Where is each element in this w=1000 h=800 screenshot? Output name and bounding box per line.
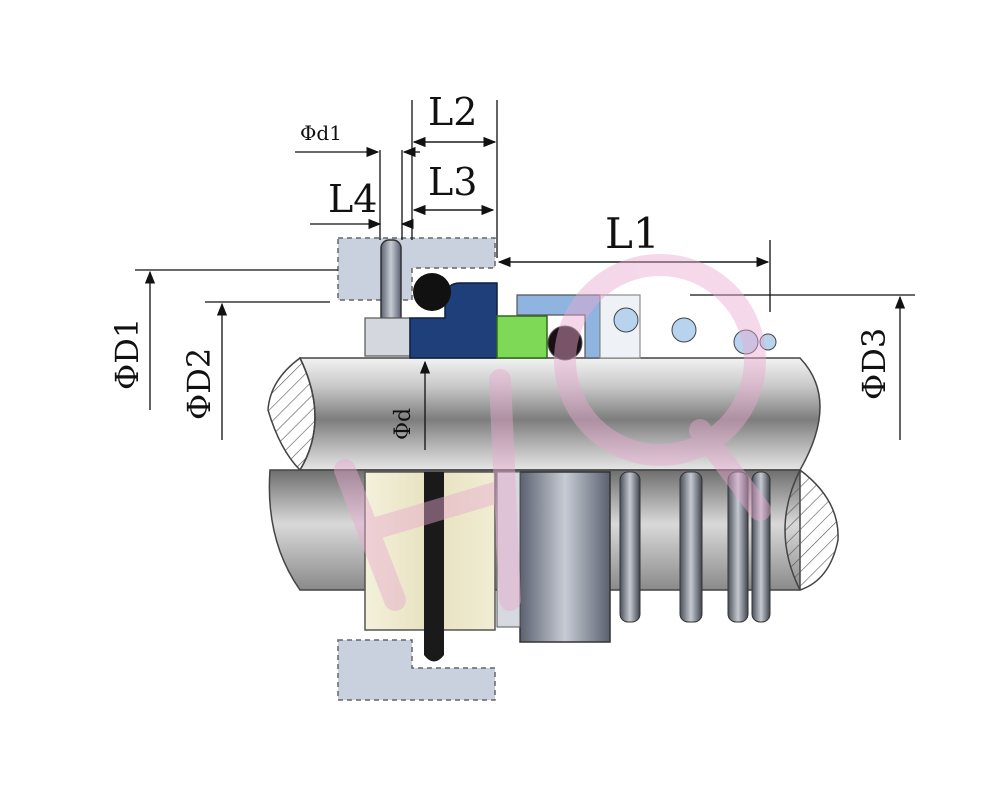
dimension-lines bbox=[135, 100, 915, 450]
rotating-face bbox=[496, 315, 548, 359]
seat-lower-o-ring bbox=[424, 472, 444, 662]
pin-base bbox=[364, 317, 411, 357]
spring-coils-lower bbox=[619, 471, 771, 623]
label-l3: L3 bbox=[428, 160, 477, 204]
rotating-ring-lower bbox=[519, 471, 611, 643]
label-d1-small: Φd1 bbox=[300, 121, 342, 145]
face-o-ring bbox=[547, 325, 583, 361]
label-l4: L4 bbox=[328, 177, 377, 221]
label-l2: L2 bbox=[428, 90, 477, 134]
housing-upper bbox=[337, 237, 496, 301]
housing-lower bbox=[337, 639, 496, 701]
seat-o-ring bbox=[413, 273, 451, 311]
face-lower bbox=[496, 471, 521, 628]
label-D1: ΦD1 bbox=[108, 318, 146, 390]
spring-coils-upper bbox=[613, 307, 777, 355]
watermark-logo bbox=[334, 254, 771, 611]
label-D3: ΦD3 bbox=[855, 328, 893, 400]
label-D2: ΦD2 bbox=[180, 348, 218, 420]
label-l1: L1 bbox=[605, 209, 660, 258]
label-d: Φd bbox=[391, 408, 416, 440]
